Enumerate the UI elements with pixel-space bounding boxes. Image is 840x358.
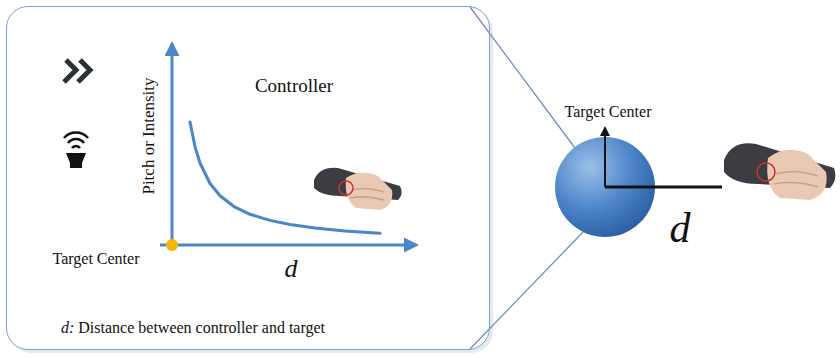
curve-label: Controller bbox=[255, 76, 333, 97]
zoom-line bbox=[470, 7, 575, 148]
panel-box: Pitch or Intensity ControllerTarget Cente… bbox=[6, 6, 490, 350]
origin-label: Target Center bbox=[53, 250, 140, 268]
panel-fill bbox=[6, 6, 490, 350]
y-axis bbox=[171, 44, 174, 245]
zoom-line bbox=[470, 230, 585, 349]
hand-controller bbox=[314, 168, 402, 210]
distance-line bbox=[605, 186, 722, 189]
axis-label: Pitch or Intensity bbox=[140, 77, 159, 194]
speaker-icon bbox=[64, 133, 88, 168]
haptic-icon bbox=[64, 60, 90, 82]
caption-note: d: Distance between controller and targe… bbox=[61, 319, 325, 337]
hand-controller bbox=[724, 143, 835, 200]
x-axis bbox=[160, 244, 416, 247]
target-label: Target Center bbox=[565, 103, 652, 121]
distance-variable: d bbox=[670, 205, 691, 251]
axis-variable: d bbox=[285, 255, 298, 284]
target-arrow bbox=[604, 128, 606, 187]
origin-dot bbox=[166, 239, 178, 251]
